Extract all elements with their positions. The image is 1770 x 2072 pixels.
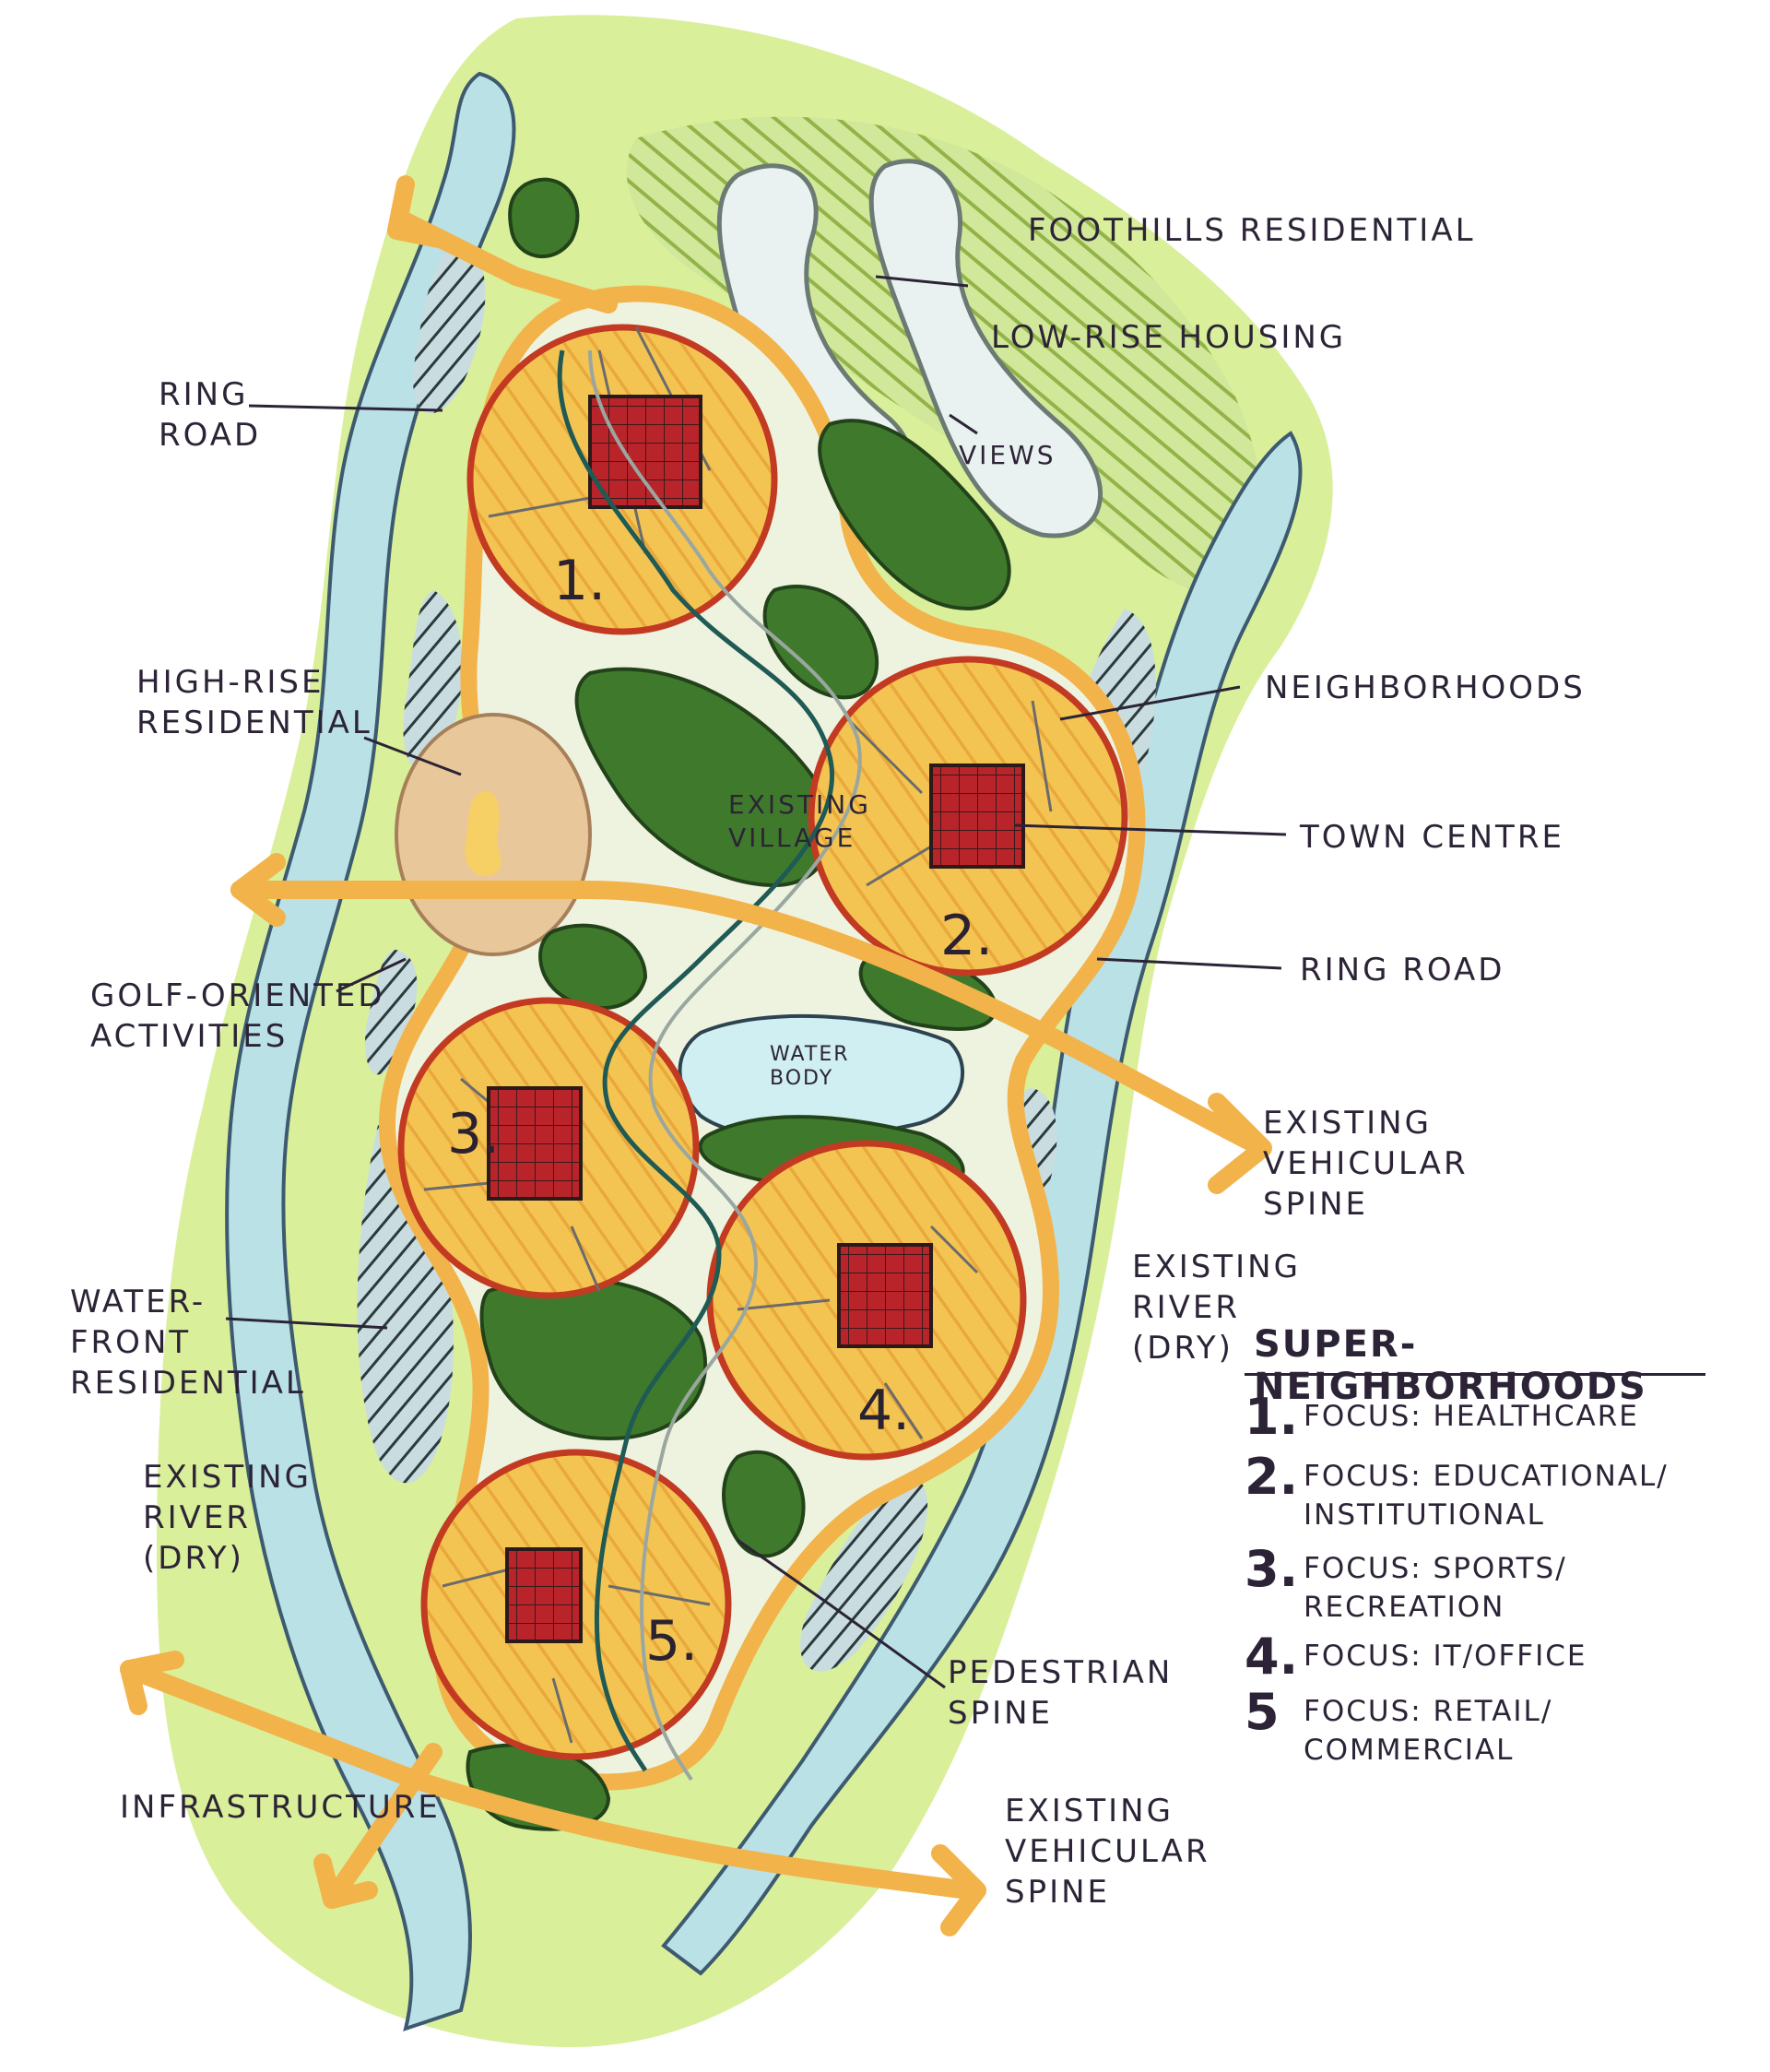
label-pedestrian-spine: PEDESTRIAN SPINE xyxy=(948,1654,1174,1732)
pedestrian-spine-path-2 xyxy=(588,349,862,1782)
label-existing-river-left: EXISTING RIVER (DRY) xyxy=(143,1459,312,1577)
label-existing-vehicular-spine-bottom: EXISTING VEHICULAR SPINE xyxy=(1005,1793,1210,1911)
neighborhood-1 xyxy=(466,324,778,635)
label-high-rise-residential: HIGH-RISE RESIDENTIAL xyxy=(136,664,372,741)
pedestrian-spine-path xyxy=(557,349,834,1772)
label-ring-road-left: RING ROAD xyxy=(159,376,262,454)
waterfront-hatch-1 xyxy=(413,240,486,414)
leader-lines xyxy=(225,275,1287,1689)
label-existing-village: EXISTING VILLAGE xyxy=(728,789,871,853)
neighborhood-5 xyxy=(420,1449,732,1760)
legend-text: FOCUS: IT/OFFICE xyxy=(1304,1640,1587,1673)
label-foothills-residential: FOOTHILLS RESIDENTIAL xyxy=(1028,212,1476,249)
waterfront-hatch-3 xyxy=(365,950,418,1075)
legend-text: FOCUS: HEALTHCARE xyxy=(1304,1400,1639,1433)
label-neighborhoods: NEIGHBORHOODS xyxy=(1265,669,1586,706)
label-existing-vehicular-spine-right: EXISTING VEHICULAR SPINE xyxy=(1263,1105,1469,1223)
neighborhood-number-4: 4. xyxy=(857,1379,910,1443)
legend-number: 4. xyxy=(1245,1628,1299,1686)
neighborhood-number-3: 3. xyxy=(447,1102,500,1166)
waterfront-hatch-7 xyxy=(800,1475,928,1672)
neighborhood-number-2: 2. xyxy=(940,904,993,968)
vehicular-spines xyxy=(120,175,1272,1936)
legend-number: 2. xyxy=(1245,1448,1299,1506)
low-rise-loop-right xyxy=(868,159,1103,539)
legend-underline xyxy=(1245,1373,1705,1376)
legend-title: SUPER-NEIGHBORHOODS xyxy=(1254,1323,1647,1408)
legend-text: FOCUS: EDUCATIONAL/ INSTITUTIONAL xyxy=(1304,1460,1669,1532)
label-town-centre: TOWN CENTRE xyxy=(1300,819,1564,856)
label-golf-oriented-activities: GOLF-ORIENTED ACTIVITIES xyxy=(90,977,385,1055)
legend-number: 1. xyxy=(1245,1388,1299,1446)
legend: SUPER-NEIGHBORHOODS 1. FOCUS: HEALTHCARE… xyxy=(1245,1323,1733,1767)
label-ring-road-right: RING ROAD xyxy=(1300,952,1505,989)
label-low-rise-housing: LOW-RISE HOUSING xyxy=(991,319,1347,356)
legend-number: 5 xyxy=(1245,1683,1280,1741)
legend-number: 3. xyxy=(1245,1540,1299,1598)
label-views: VIEWS xyxy=(959,440,1056,470)
label-infrastructure: INFRASTRUCTURE xyxy=(120,1789,441,1826)
neighborhood-number-5: 5. xyxy=(645,1609,698,1674)
river-left xyxy=(225,71,516,2032)
label-existing-river-right: EXISTING RIVER (DRY) xyxy=(1132,1249,1301,1367)
label-waterfront-residential: WATER- FRONT RESIDENTIAL xyxy=(70,1284,306,1402)
legend-text: FOCUS: RETAIL/ COMMERCIAL xyxy=(1304,1695,1553,1767)
high-rise-pond xyxy=(465,791,502,877)
legend-text: FOCUS: SPORTS/ RECREATION xyxy=(1304,1552,1567,1624)
neighborhood-number-1: 1. xyxy=(553,549,606,613)
waterfront-hatch-2 xyxy=(403,590,463,772)
neighborhood-3 xyxy=(397,997,700,1299)
tree-clusters xyxy=(466,177,1011,1831)
neighborhood-2 xyxy=(808,656,1128,977)
